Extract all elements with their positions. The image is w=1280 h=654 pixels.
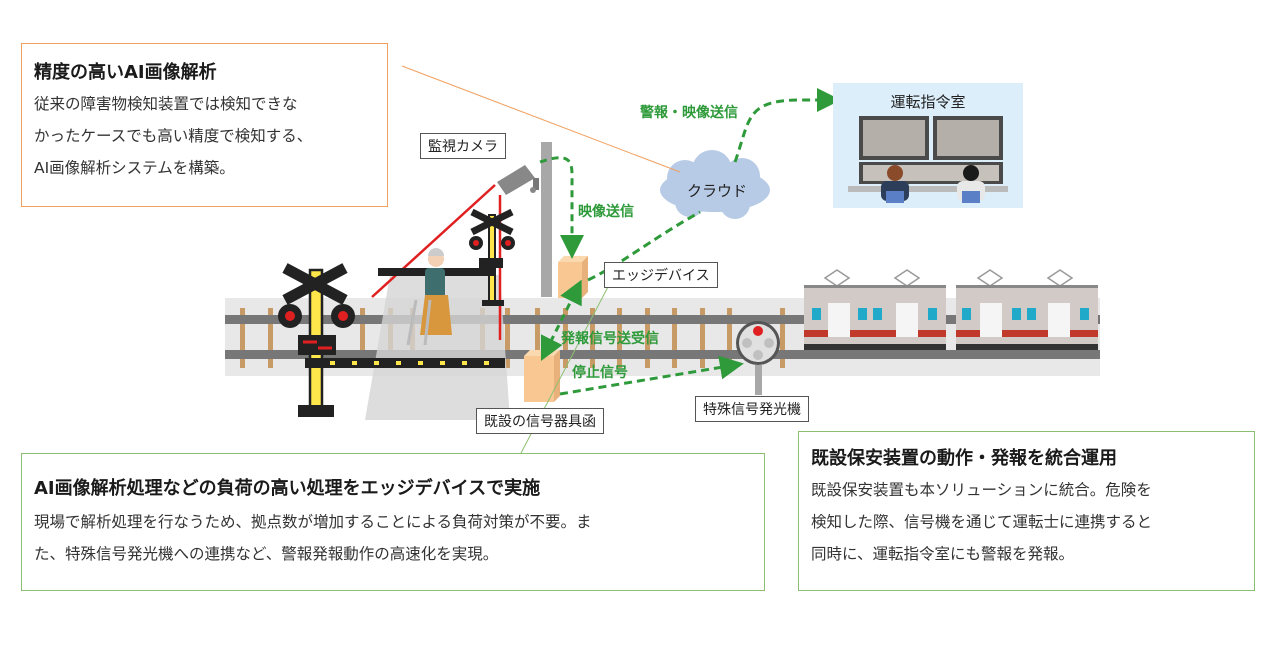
leader-line-ai [401, 65, 681, 173]
signal-box-label: 既設の信号器具函 [476, 408, 604, 434]
control-room-monitors-icon [848, 116, 1008, 203]
detection-line-left [371, 184, 496, 298]
callout-edge-line-2: た、特殊信号発光機への連携など、警報発報動作の高速化を実現。 [34, 545, 499, 563]
flow-arrow-cloud-to-room [733, 88, 841, 163]
flow-label-video: 映像送信 [578, 204, 634, 220]
cloud-label: クラウド [687, 182, 748, 200]
surveillance-camera-icon [497, 165, 539, 195]
elderly-pedestrian-icon [406, 248, 452, 346]
callout-integrated-operation: 既設保安装置の動作・発報を統合運用 既設保安装置も本ソリューションに統合。危険を… [798, 431, 1255, 591]
callout-integrate-line-3: 同時に、運転指令室にも警報を発報。 [811, 545, 1075, 563]
callout-integrate-line-1: 既設保安装置も本ソリューションに統合。危険を [811, 481, 1152, 499]
flow-arrow-edge-to-cloud [587, 210, 701, 282]
rail-bottom [225, 350, 1100, 359]
train-icon [804, 269, 1098, 350]
callout-edge-line-1: 現場で解析処理を行なうため、拠点数が増加することによる負荷対策が不要。ま [34, 513, 592, 531]
flow-label-alarm-signal: 発報信号送受信 [561, 331, 659, 347]
rail-top [225, 315, 1100, 324]
callout-integrate-line-2: 検知した際、信号機を通じて運転士に連携すると [811, 513, 1153, 531]
edge-device-box-icon [558, 256, 588, 298]
control-room-title: 運転指令室 [890, 93, 966, 111]
callout-ai-line-1: 従来の障害物検知装置では検知できな [34, 95, 298, 113]
camera-pole [541, 142, 552, 297]
cloud-icon [660, 150, 770, 219]
flow-label-stop-signal: 停止信号 [572, 365, 628, 381]
callout-ai-title: 精度の高いAI画像解析 [34, 62, 217, 83]
flow-arrow-camera-to-edge [539, 156, 584, 259]
callout-ai-analysis: 精度の高いAI画像解析 従来の障害物検知装置では検知できな かったケースでも高い… [21, 43, 388, 207]
edge-device-label: エッジデバイス [604, 262, 718, 288]
callout-integrate-title: 既設保安装置の動作・発報を統合運用 [811, 448, 1117, 469]
crossing-walkway [365, 275, 510, 420]
callout-edge-processing: AI画像解析処理などの負荷の高い処理をエッジデバイスで実施 現場で解析処理を行な… [21, 453, 765, 591]
special-signal-label: 特殊信号発光機 [695, 396, 809, 422]
control-room-panel: 運転指令室 [833, 83, 1023, 208]
special-signal-light-icon [736, 321, 780, 395]
callout-edge-title: AI画像解析処理などの負荷の高い処理をエッジデバイスで実施 [34, 478, 541, 499]
signal-equipment-box-icon [524, 350, 560, 402]
flow-label-alert-video: 警報・映像送信 [640, 105, 738, 121]
callout-ai-line-2: かったケースでも高い精度で検知する、 [34, 127, 313, 145]
crossing-signal-front [278, 263, 505, 417]
flow-arrow-stop-signal [559, 355, 744, 396]
camera-label: 監視カメラ [420, 133, 506, 159]
callout-ai-line-3: AI画像解析システムを構築。 [34, 159, 235, 177]
